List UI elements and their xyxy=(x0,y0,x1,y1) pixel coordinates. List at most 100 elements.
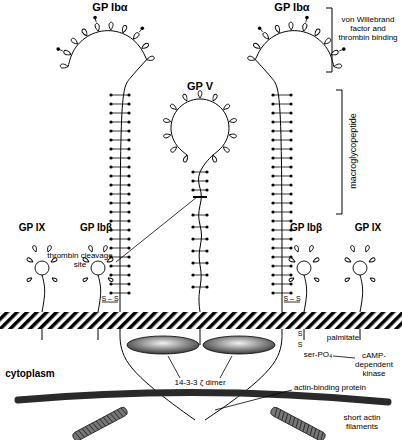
polypeptide-chain xyxy=(193,239,207,240)
glycan-dot xyxy=(127,111,130,114)
repeat-loop xyxy=(170,145,178,153)
glycan-dot xyxy=(127,210,130,213)
glycan-dot xyxy=(56,47,60,51)
polypeptide-chain xyxy=(200,329,201,345)
glycan-dot xyxy=(271,219,274,222)
polypeptide-chain xyxy=(255,31,333,67)
polypeptide-chain xyxy=(111,239,129,240)
globular-domain xyxy=(35,261,49,275)
actin-stripe xyxy=(319,432,325,440)
glycan-dot xyxy=(127,93,130,96)
repeat-loop xyxy=(330,50,339,57)
globular-domain xyxy=(297,261,311,275)
glycan-dot xyxy=(271,237,274,240)
glycan-dot xyxy=(109,291,112,294)
glycan-dot xyxy=(205,285,208,288)
polypeptide-chain xyxy=(193,275,207,276)
glycan-dot xyxy=(205,273,208,276)
polypeptide-chain xyxy=(304,275,307,312)
enzyme-label: cAMP-dependent kinase xyxy=(346,352,402,378)
polypeptide-chain xyxy=(273,185,291,186)
actin-stripe xyxy=(315,430,321,439)
actin-band xyxy=(18,392,388,402)
sulfur-label: S xyxy=(295,341,305,349)
repeat-loop xyxy=(81,28,89,37)
actin-stripe xyxy=(273,408,279,417)
polypeptide-chain xyxy=(193,215,207,216)
glycan-dot xyxy=(271,201,274,204)
repeat-loop xyxy=(146,56,155,62)
polypeptide-chain xyxy=(120,60,147,312)
repeat-loop xyxy=(222,103,230,110)
glycan-dot xyxy=(127,120,130,123)
glycan-dot xyxy=(109,282,112,285)
repeat-loop xyxy=(253,42,262,50)
protein-name: GP Ibβ xyxy=(72,222,120,233)
glycan-dot xyxy=(205,237,208,240)
polypeptide-chain xyxy=(111,140,129,141)
disulfide-label: S – S xyxy=(95,295,125,303)
glycan-dot xyxy=(271,246,274,249)
glycan-dot xyxy=(271,183,274,186)
glycan-dot xyxy=(289,237,292,240)
polypeptide-chain xyxy=(111,158,129,159)
polypeptide-chain xyxy=(273,95,291,96)
repeat-loop xyxy=(211,94,218,102)
modification-label: palmitate xyxy=(318,334,368,343)
actin-stripe xyxy=(276,410,282,419)
polypeptide-chain xyxy=(171,99,229,155)
repeat-loop xyxy=(369,277,375,282)
glycan-dot xyxy=(127,237,130,240)
glycan-dot xyxy=(127,273,130,276)
repeat-loop xyxy=(170,103,178,110)
protein-name: GP IX xyxy=(10,222,54,233)
polypeptide-chain xyxy=(111,266,129,267)
repeat-loop xyxy=(107,277,113,282)
repeat-loop xyxy=(121,25,128,34)
membrane-band xyxy=(0,312,402,329)
repeat-loop xyxy=(229,118,237,123)
repeat-loop xyxy=(334,64,342,69)
repeat-loop xyxy=(308,245,314,253)
glycan-dot xyxy=(289,264,292,267)
leader-line xyxy=(333,356,355,358)
glycan-dot xyxy=(127,147,130,150)
leader-line xyxy=(215,390,292,410)
glycan-dot xyxy=(109,93,112,96)
glycan-dot xyxy=(205,213,208,216)
function-note: von Willebrand factor and thrombin bindi… xyxy=(335,16,401,42)
glycan-dot xyxy=(127,282,130,285)
glycan-dot xyxy=(271,138,274,141)
glycan-dot xyxy=(271,264,274,267)
actin-stripe xyxy=(308,427,314,436)
glycan-dot xyxy=(127,183,130,186)
repeat-loop xyxy=(289,22,294,30)
glycan-dot xyxy=(109,111,112,114)
polypeptide-chain xyxy=(360,329,361,340)
repeat-loop xyxy=(26,277,32,282)
polypeptide-chain xyxy=(111,275,129,276)
protein-14-3-3 xyxy=(203,336,275,354)
glycan-dot xyxy=(289,246,292,249)
repeat-loop xyxy=(344,277,350,282)
polypeptide-chain xyxy=(273,257,291,258)
glycan-dot xyxy=(127,174,130,177)
glycan-dot xyxy=(205,249,208,252)
glycan-dot xyxy=(109,165,112,168)
polypeptide-chain xyxy=(42,329,43,340)
repeat-loop xyxy=(141,42,150,50)
glycan-dot xyxy=(109,102,112,105)
leader-line xyxy=(168,356,232,378)
repeat-loop xyxy=(288,257,296,263)
repeat-loop xyxy=(32,245,38,253)
repeat-loop xyxy=(312,257,320,263)
glycan-dot xyxy=(127,165,130,168)
polypeptide-chain xyxy=(111,203,129,204)
glycan-dot xyxy=(127,219,130,222)
repeat-loop xyxy=(26,257,34,263)
glycan-dot xyxy=(271,282,274,285)
protein-label: short actin filaments xyxy=(332,414,392,432)
polypeptide-chain xyxy=(111,257,129,258)
